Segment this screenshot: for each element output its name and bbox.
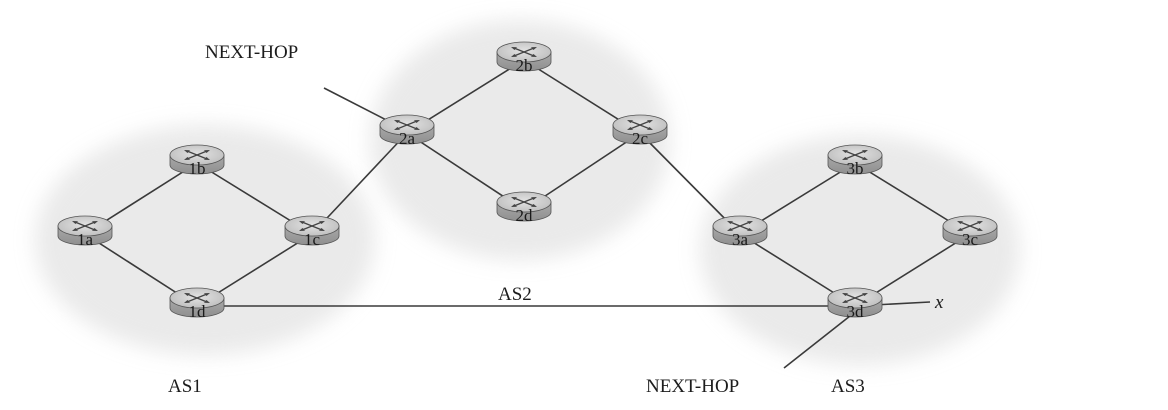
- router-3a-label: 3a: [732, 230, 749, 249]
- link-1c-2a: [311, 132, 408, 235]
- router-1d-label: 1d: [189, 302, 207, 321]
- router-2b-label: 2b: [516, 56, 533, 75]
- router-3d-label: 3d: [847, 302, 865, 321]
- router-1a: 1a: [57, 215, 113, 249]
- router-3d: 3d: [827, 287, 883, 321]
- destination-x-label: x: [934, 292, 944, 313]
- as3-region: [700, 135, 1020, 365]
- router-3a: 3a: [712, 215, 768, 249]
- as2-label: AS2: [498, 284, 532, 305]
- router-1b-label: 1b: [189, 159, 206, 178]
- as1-region: [35, 125, 375, 355]
- router-2d: 2d: [496, 191, 552, 225]
- router-2a: 2a: [379, 114, 435, 148]
- router-3b-label: 3b: [847, 159, 864, 178]
- as2-region: [370, 20, 670, 260]
- next-hop-bottom-pointer: [783, 315, 851, 369]
- router-2c-label: 2c: [632, 129, 649, 148]
- router-2d-label: 2d: [516, 206, 534, 225]
- router-3b: 3b: [827, 144, 883, 178]
- as1-label: AS1: [168, 376, 202, 397]
- router-1d: 1d: [169, 287, 225, 321]
- router-2c: 2c: [612, 114, 668, 148]
- router-1a-label: 1a: [77, 230, 94, 249]
- next-hop-top-label: NEXT-HOP: [205, 42, 298, 63]
- router-3c: 3c: [942, 215, 998, 249]
- link-2c-3a: [639, 132, 741, 235]
- router-3c-label: 3c: [962, 230, 979, 249]
- next-hop-bottom-label: NEXT-HOP: [646, 376, 739, 397]
- router-1c-label: 1c: [304, 230, 321, 249]
- router-2b: 2b: [496, 41, 552, 75]
- router-2a-label: 2a: [399, 129, 416, 148]
- router-1b: 1b: [169, 144, 225, 178]
- router-1c: 1c: [284, 215, 340, 249]
- as3-label: AS3: [831, 376, 865, 397]
